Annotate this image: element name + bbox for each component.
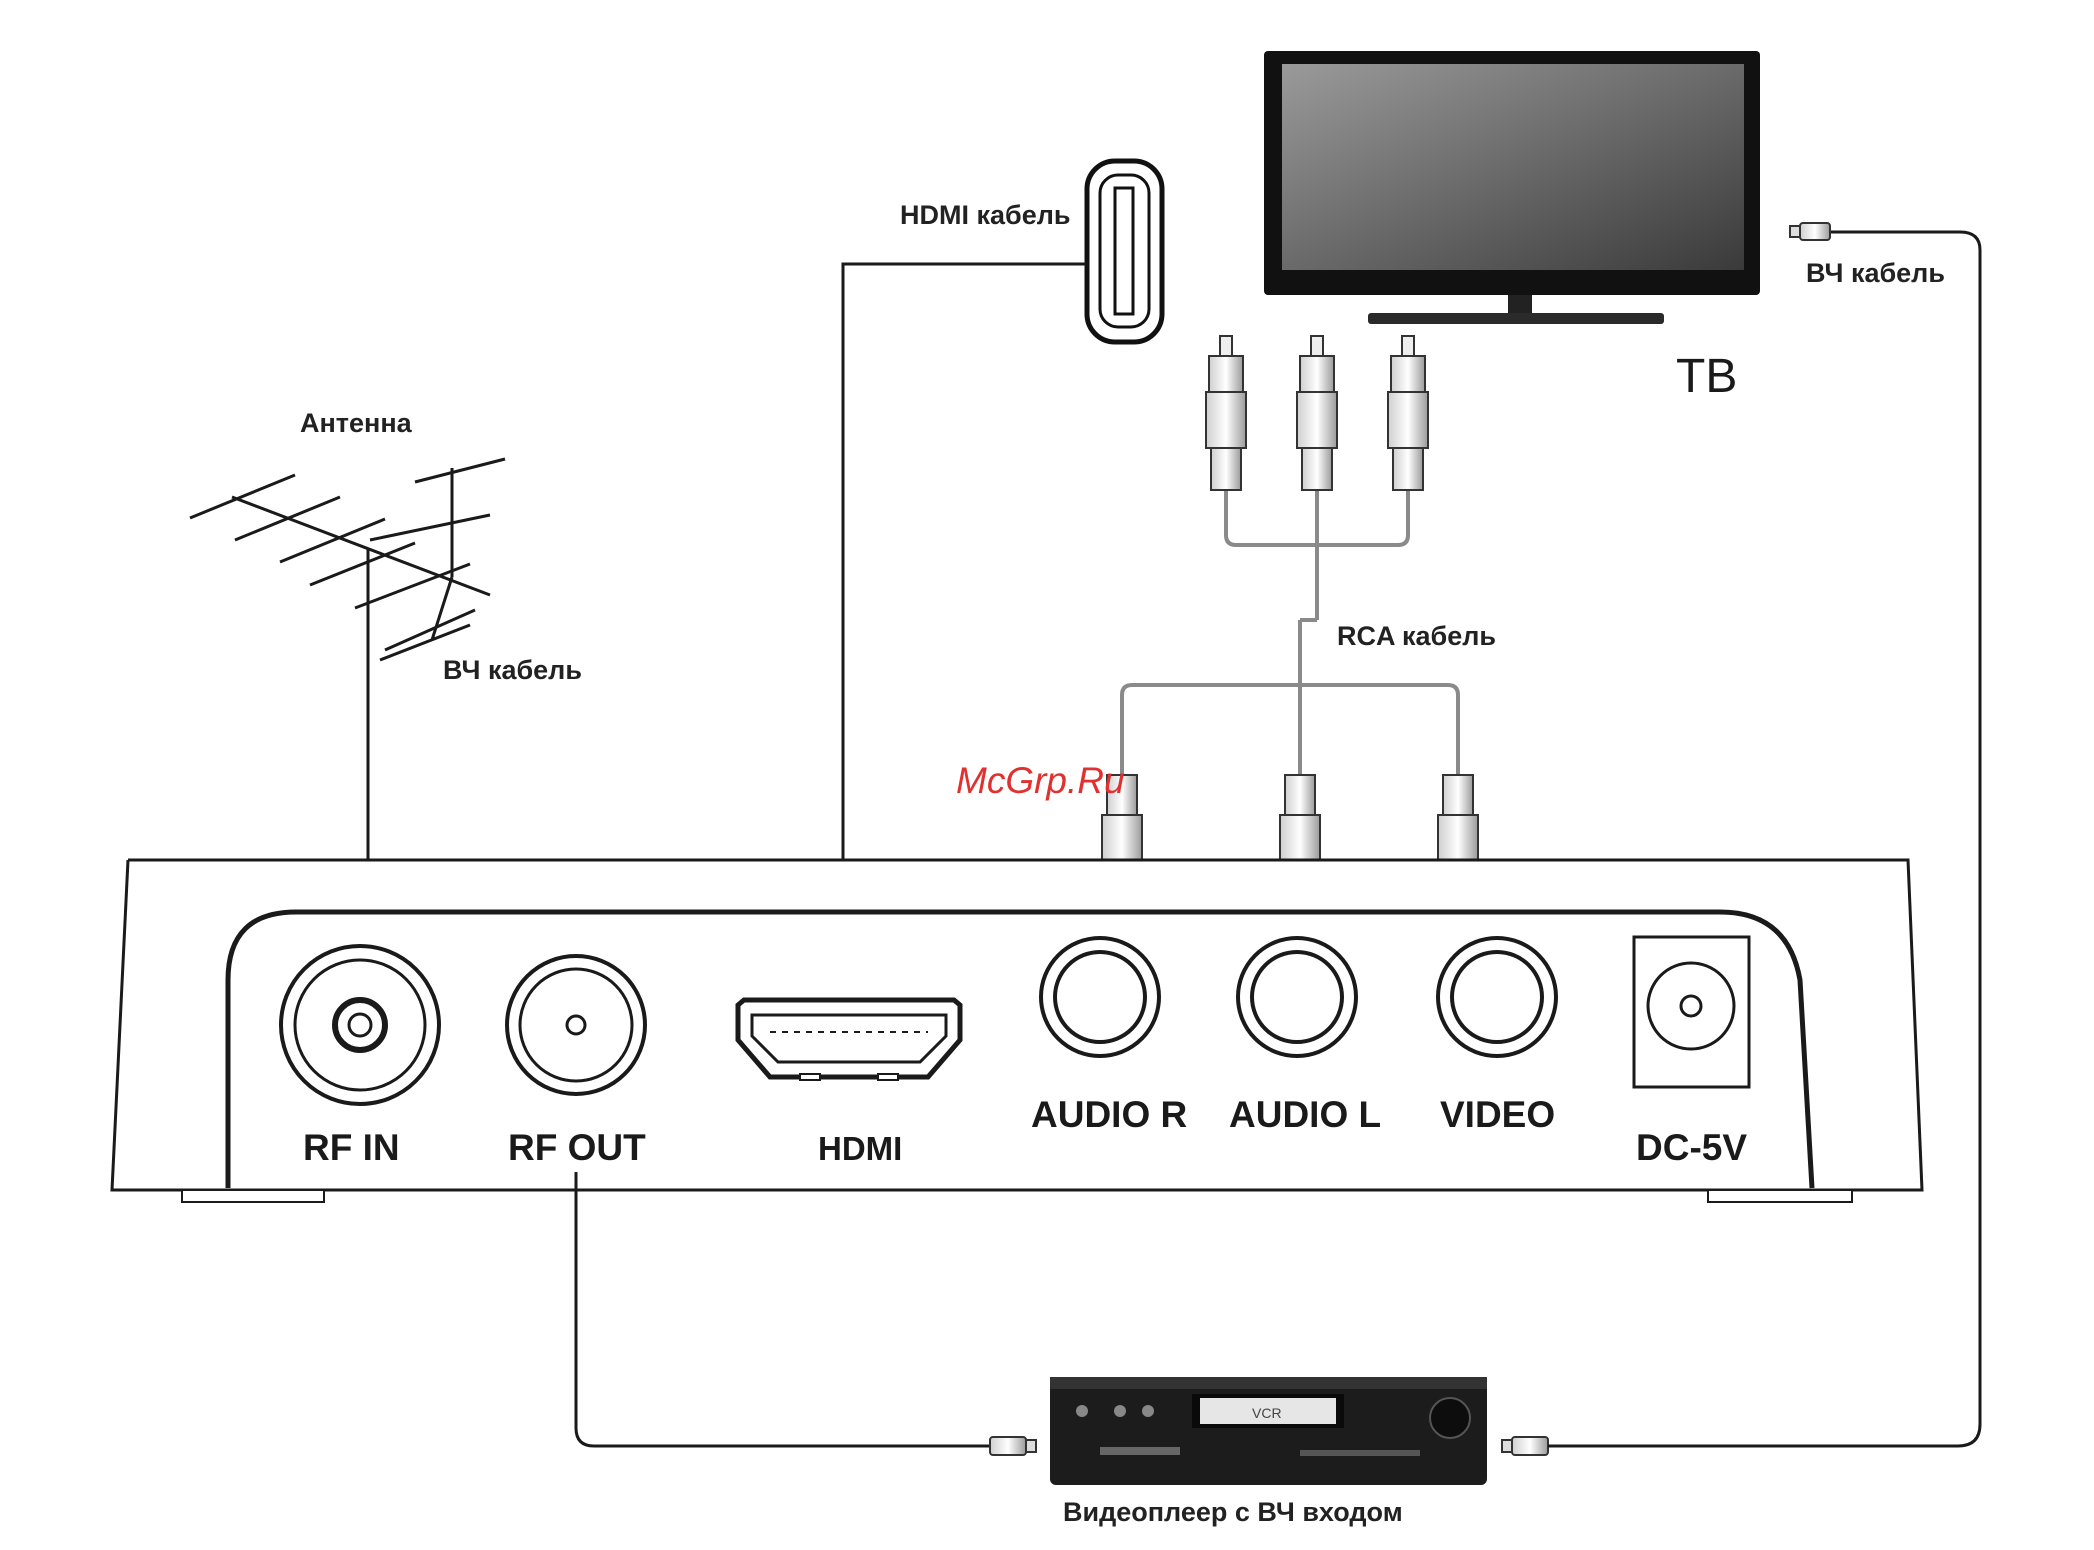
rca-cable-label: RCA кабель	[1337, 621, 1496, 651]
hdmi-port-label: HDMI	[818, 1130, 902, 1167]
video-label: VIDEO	[1440, 1094, 1555, 1135]
rf-tv-cable-line	[1548, 232, 1980, 1446]
tv	[1264, 51, 1760, 324]
dc-power-port	[1634, 937, 1749, 1087]
hdmi-cable-label: HDMI кабель	[900, 200, 1070, 230]
rf-in-label: RF IN	[303, 1127, 400, 1168]
rca-plugs-top	[1206, 336, 1428, 490]
rf-out-label: RF OUT	[508, 1127, 646, 1168]
vcr-display: VCR	[1252, 1405, 1282, 1421]
rf-in-port	[281, 946, 439, 1104]
tv-label: ТВ	[1676, 350, 1737, 403]
rf-plug-left-icon	[990, 1437, 1036, 1455]
video-port	[1438, 938, 1556, 1056]
antenna-icon	[190, 459, 505, 925]
audio-l-port	[1238, 938, 1356, 1056]
rf-cable-tv-label: ВЧ кабель	[1806, 258, 1945, 288]
rf-plug-right-icon	[1502, 1437, 1548, 1455]
dc-label: DC-5V	[1636, 1127, 1747, 1168]
watermark: McGrp.Ru	[956, 760, 1125, 801]
video-player-icon: VCR	[1050, 1377, 1487, 1485]
rf-plug-tv-icon	[1790, 223, 1830, 240]
video-player-label: Видеоплеер с ВЧ входом	[1063, 1497, 1403, 1527]
hdmi-plug-icon	[1087, 161, 1162, 342]
hdmi-port	[738, 1000, 960, 1080]
rf-out-port	[507, 956, 645, 1094]
antenna-label: Антенна	[300, 408, 413, 438]
audio-l-label: AUDIO L	[1229, 1094, 1381, 1135]
rf-out-cable-line	[576, 1172, 990, 1446]
audio-r-label: AUDIO R	[1031, 1094, 1187, 1135]
audio-r-port	[1041, 938, 1159, 1056]
rf-cable-antenna-label: ВЧ кабель	[443, 655, 582, 685]
